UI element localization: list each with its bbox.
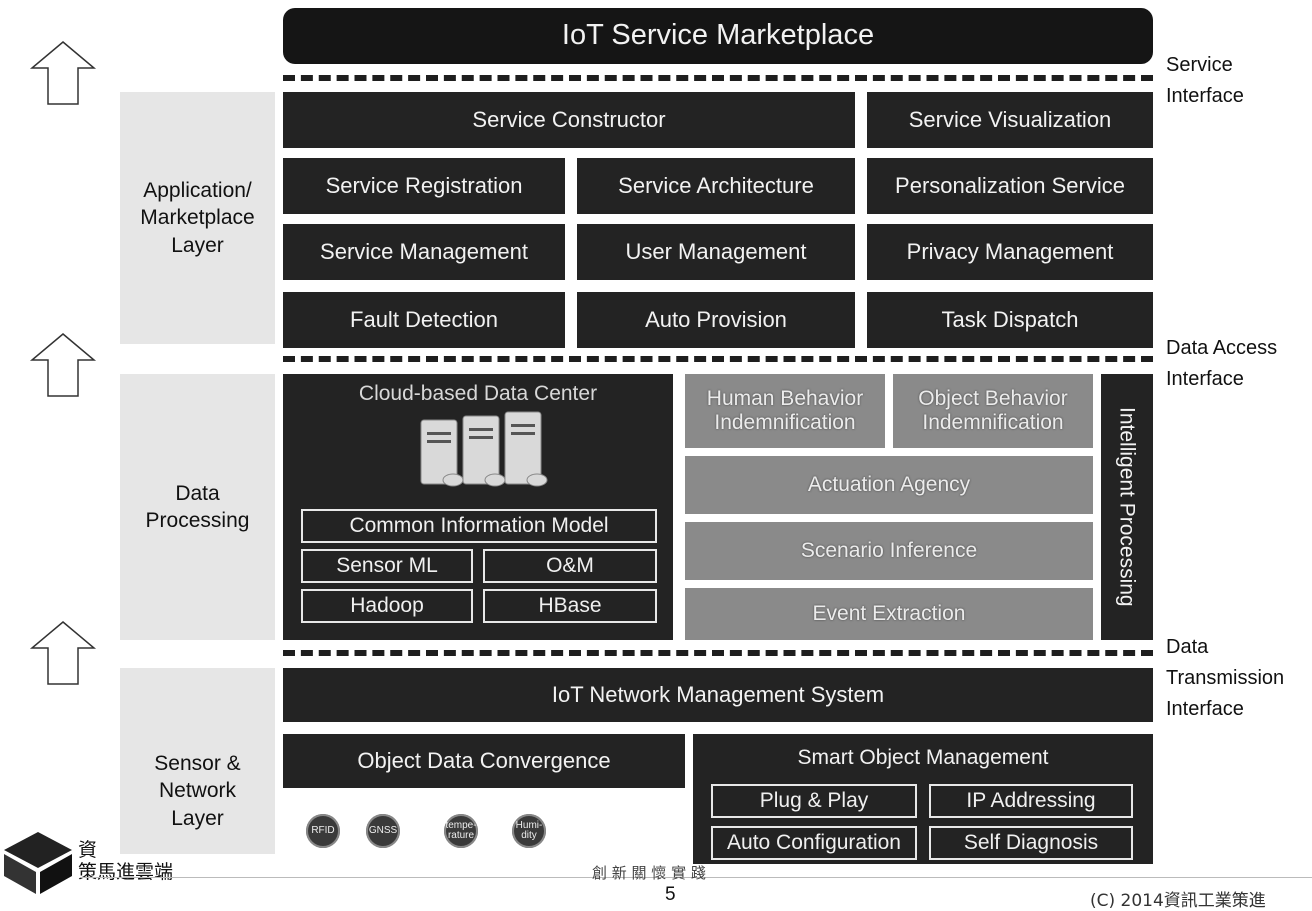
data-processing-layer-label: Data Processing xyxy=(120,374,275,640)
actuation-agency: Actuation Agency xyxy=(685,456,1093,514)
auto-configuration: Auto Configuration xyxy=(711,826,917,860)
human-behavior-indemnification: Human Behavior Indemnification xyxy=(685,374,885,448)
rfid-sensor-icon: RFID xyxy=(306,814,340,848)
copyright: (C) 2014資訊工業策進 xyxy=(1090,891,1266,911)
common-information-model: Common Information Model xyxy=(301,509,657,543)
service-architecture: Service Architecture xyxy=(577,158,855,214)
object-data-convergence: Object Data Convergence xyxy=(283,734,685,788)
hadoop: Hadoop xyxy=(301,589,473,623)
marketplace-title: IoT Service Marketplace xyxy=(283,8,1153,64)
service-interface-label: Service Interface xyxy=(1166,54,1244,107)
sensor-ml: Sensor ML xyxy=(301,549,473,583)
gnss-sensor-icon: GNSS xyxy=(366,814,400,848)
event-extraction: Event Extraction xyxy=(685,588,1093,640)
hbase: HBase xyxy=(483,589,657,623)
up-arrow-icon xyxy=(29,41,97,105)
service-constructor: Service Constructor xyxy=(283,92,855,148)
up-arrow-icon xyxy=(29,621,97,685)
iot-network-management-system: IoT Network Management System xyxy=(283,668,1153,722)
data-access-interface-label: Data Access Interface xyxy=(1166,337,1278,390)
auto-provision: Auto Provision xyxy=(577,292,855,348)
server-rack-icon xyxy=(420,411,548,487)
intelligent-processing-label: Intelligent Processing xyxy=(1115,407,1139,607)
data-access-interface-divider xyxy=(283,356,1153,362)
om: O&M xyxy=(483,549,657,583)
temperature-sensor-icon: tempe- rature xyxy=(444,814,478,848)
plug-and-play: Plug & Play xyxy=(711,784,917,818)
data-transmission-interface-divider xyxy=(283,650,1153,656)
footer-slogan: 創 新 關 懷 實 踐 xyxy=(592,864,706,882)
service-visualization: Service Visualization xyxy=(867,92,1153,148)
object-behavior-indemnification: Object Behavior Indemnification xyxy=(893,374,1093,448)
footer-rule xyxy=(80,877,1312,878)
up-arrow-icon xyxy=(29,333,97,397)
sensor-network-layer-label: Sensor & Network Layer xyxy=(120,668,275,854)
service-interface-divider xyxy=(283,75,1153,81)
smart-object-management-title: Smart Object Management xyxy=(797,746,1049,769)
smart-object-management: Smart Object Management Plug & Play IP A… xyxy=(693,734,1153,864)
scenario-inference: Scenario Inference xyxy=(685,522,1093,580)
fault-detection: Fault Detection xyxy=(283,292,565,348)
privacy-management: Privacy Management xyxy=(867,224,1153,280)
data-transmission-interface-label: Data Transmission Interface xyxy=(1166,636,1285,720)
iii-logo-icon xyxy=(4,832,72,894)
task-dispatch: Task Dispatch xyxy=(867,292,1153,348)
intelligent-processing: Intelligent Processing xyxy=(1101,374,1153,640)
service-management: Service Management xyxy=(283,224,565,280)
ip-addressing: IP Addressing xyxy=(929,784,1133,818)
self-diagnosis: Self Diagnosis xyxy=(929,826,1133,860)
humidity-sensor-icon: Humi- dity xyxy=(512,814,546,848)
data-center-title: Cloud-based Data Center xyxy=(358,382,598,405)
user-management: User Management xyxy=(577,224,855,280)
application-layer-label: Application/ Marketplace Layer xyxy=(120,92,275,344)
page-number: 5 xyxy=(665,884,676,905)
personalization-service: Personalization Service xyxy=(867,158,1153,214)
cloud-data-center: Cloud-based Data Center Common Informati… xyxy=(283,374,673,640)
service-registration: Service Registration xyxy=(283,158,565,214)
